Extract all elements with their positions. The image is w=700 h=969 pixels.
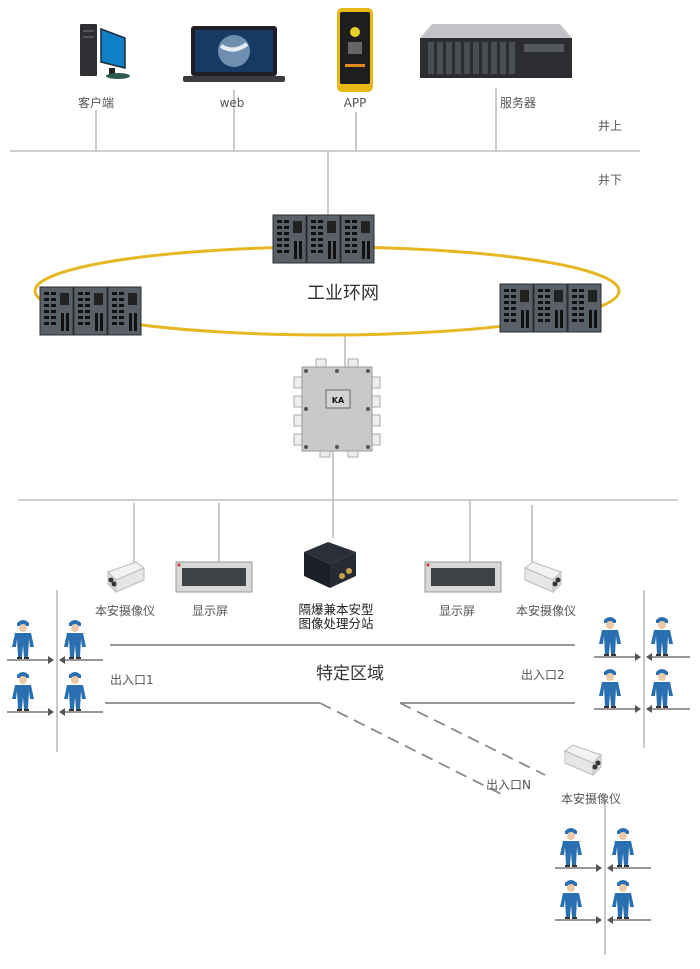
junction-box-badge: KA — [332, 396, 345, 405]
camera-right-icon — [524, 561, 562, 594]
entrance-1-worker-2 — [64, 620, 86, 659]
entrance-1-arrow-out-2-head — [59, 708, 65, 716]
display-right-label: 显示屏 — [438, 604, 476, 618]
entrance-1-arrow-in-2-head — [48, 708, 54, 716]
entrance-n-camera-label: 本安摄像仪 — [560, 792, 622, 806]
entrance-1-label: 出入口1 — [110, 673, 154, 687]
entrance-n-arrow-out-1-head — [607, 864, 613, 872]
zone-label: 特定区域 — [316, 664, 384, 684]
image-processing-station-icon — [304, 542, 356, 588]
display-left-icon — [175, 561, 253, 593]
camera-right-label: 本安摄像仪 — [515, 604, 577, 618]
app-label: APP — [343, 96, 367, 110]
entrance-2-label: 出入口2 — [521, 668, 565, 682]
rugged-phone-icon — [337, 8, 373, 92]
junction-box-icon: KA — [293, 358, 381, 458]
display-right-icon — [424, 561, 502, 593]
entrance-2-arrow-out-2-head — [646, 705, 652, 713]
desktop-computer-icon — [80, 24, 130, 79]
station-label: 隔爆兼本安型 图像处理分站 — [298, 602, 374, 631]
ring-switch-left — [39, 286, 142, 336]
entrance-2-worker-3 — [599, 669, 621, 708]
entrance-n-arrow-in-1-head — [596, 864, 602, 872]
entrance-2-worker-2 — [651, 617, 673, 656]
web-label: web — [219, 96, 245, 110]
entrance-n-camera-icon — [564, 744, 602, 777]
entrance-1-worker-4 — [64, 672, 86, 711]
entrance-n-arrow-out-2-head — [607, 916, 613, 924]
entrance-n-worker-3 — [560, 880, 582, 919]
entrance-n-worker-1 — [560, 828, 582, 867]
entrance-n-label: 出入口N — [486, 778, 531, 792]
entrance-1-worker-1 — [12, 620, 34, 659]
entrance-1-arrow-in-1-head — [48, 656, 54, 664]
entrance-n-worker-4 — [612, 880, 634, 919]
ring-network-label: 工业环网 — [307, 283, 379, 304]
entrance-1-worker-3 — [12, 672, 34, 711]
entrance-n-arrow-in-2-head — [596, 916, 602, 924]
ring-switch-right — [499, 283, 602, 333]
entrance-1-arrow-out-1-head — [59, 656, 65, 664]
entrance-2-worker-1 — [599, 617, 621, 656]
display-left-label: 显示屏 — [191, 604, 229, 618]
entrance-2-worker-4 — [651, 669, 673, 708]
laptop-icon — [183, 26, 285, 82]
camera-left-label: 本安摄像仪 — [94, 604, 156, 618]
entrance-n-path-lower — [319, 702, 504, 796]
entrance-n-path-upper — [399, 702, 546, 776]
ring-switch-top — [272, 214, 375, 264]
entrance-2-arrow-in-1-head — [635, 653, 641, 661]
camera-left-icon — [107, 561, 145, 594]
server-label: 服务器 — [499, 96, 537, 110]
entrance-2-arrow-out-1-head — [646, 653, 652, 661]
entrance-2-arrow-in-2-head — [635, 705, 641, 713]
client-label: 客户端 — [77, 96, 115, 110]
entrance-n-worker-2 — [612, 828, 634, 867]
rack-server-icon — [420, 24, 572, 78]
level-above-label: 井上 — [598, 119, 623, 133]
level-below-label: 井下 — [598, 173, 623, 187]
